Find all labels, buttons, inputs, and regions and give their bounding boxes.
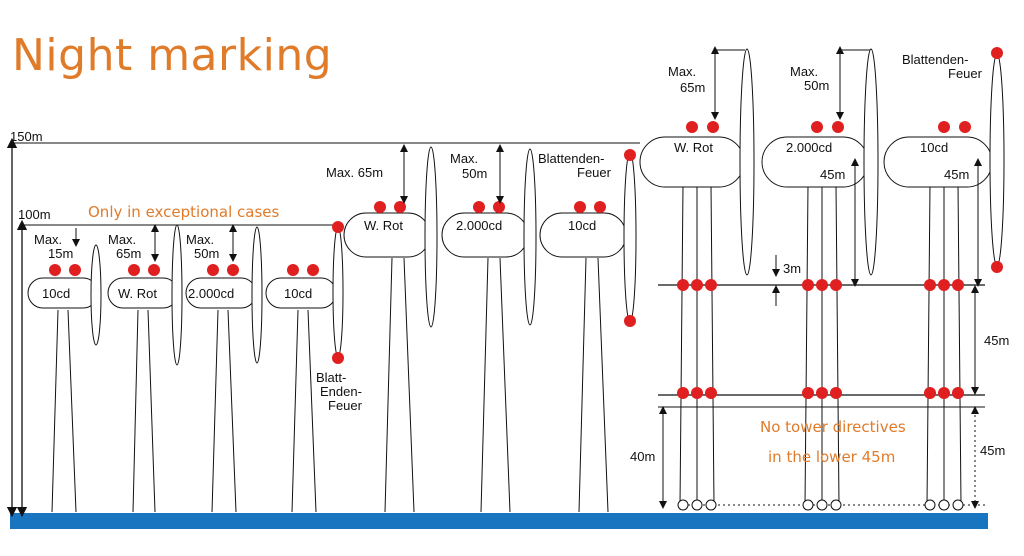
svg-text:W. Rot: W. Rot xyxy=(118,286,157,301)
turbine-1: 10cd Max. 15m xyxy=(27,228,102,513)
svg-text:Max.: Max. xyxy=(108,232,136,247)
dimension-annotations: 3m 45m 45m 40m xyxy=(630,255,1009,509)
ground-bar xyxy=(10,513,988,529)
svg-text:45m: 45m xyxy=(944,167,969,182)
svg-text:65m: 65m xyxy=(116,246,141,261)
svg-text:10cd: 10cd xyxy=(568,218,596,233)
height-reference: 150m 100m xyxy=(6,129,640,518)
svg-text:10cd: 10cd xyxy=(284,286,312,301)
svg-text:50m: 50m xyxy=(194,246,219,261)
svg-text:40m: 40m xyxy=(630,449,655,464)
label-150m: 150m xyxy=(10,129,43,144)
turbine-2: W. Rot Max. 65m xyxy=(107,224,183,513)
svg-text:Max.: Max. xyxy=(34,232,62,247)
turbine-6: 2.000cd Max. 50m xyxy=(441,144,537,513)
svg-text:W. Rot: W. Rot xyxy=(674,140,713,155)
svg-text:50m: 50m xyxy=(804,78,829,93)
svg-text:Max.: Max. xyxy=(668,64,696,79)
label-100m: 100m xyxy=(18,207,51,222)
exceptional-note: Only in exceptional cases xyxy=(88,203,279,221)
svg-text:10cd: 10cd xyxy=(920,140,948,155)
svg-text:Feuer: Feuer xyxy=(948,66,983,81)
turbine-7: 10cd Blattenden- Feuer xyxy=(538,149,637,513)
svg-text:50m: 50m xyxy=(462,166,487,181)
svg-text:45m: 45m xyxy=(984,333,1009,348)
no-tower-note-2: in the lower 45m xyxy=(768,448,895,466)
svg-text:Feuer: Feuer xyxy=(577,165,612,180)
svg-text:Max. 65m: Max. 65m xyxy=(326,165,383,180)
turbine-10: 10cd Blattenden- Feuer 45m xyxy=(883,47,1005,511)
svg-text:Blattenden-: Blattenden- xyxy=(538,151,605,166)
svg-text:15m: 15m xyxy=(48,246,73,261)
no-tower-note-1: No tower directives xyxy=(760,418,906,436)
svg-text:45m: 45m xyxy=(980,443,1005,458)
svg-text:Blattenden-: Blattenden- xyxy=(902,52,969,67)
svg-text:Enden-: Enden- xyxy=(320,384,362,399)
turbine-3: 2.000cd Max. 50m xyxy=(185,224,263,513)
svg-text:W. Rot: W. Rot xyxy=(364,218,403,233)
svg-text:Max.: Max. xyxy=(790,64,818,79)
svg-text:Blatt-: Blatt- xyxy=(316,370,346,385)
svg-text:65m: 65m xyxy=(680,80,705,95)
turbine-5: W. Rot Max. 65m xyxy=(326,144,438,513)
svg-text:Max.: Max. xyxy=(186,232,214,247)
t1-label: 10cd xyxy=(42,286,70,301)
turbine-4: 10cd Blatt- Enden- Feuer xyxy=(265,221,363,513)
page-title: Night marking xyxy=(12,30,333,81)
svg-text:2.000cd: 2.000cd xyxy=(786,140,832,155)
svg-text:2.000cd: 2.000cd xyxy=(188,286,234,301)
turbine-8: W. Rot Max. 65m xyxy=(639,46,755,511)
svg-text:Feuer: Feuer xyxy=(328,398,363,413)
svg-text:2.000cd: 2.000cd xyxy=(456,218,502,233)
svg-text:3m: 3m xyxy=(783,261,801,276)
turbine-9: 2.000cd Max. 50m 45m xyxy=(761,46,879,511)
svg-text:45m: 45m xyxy=(820,167,845,182)
svg-text:Max.: Max. xyxy=(450,151,478,166)
